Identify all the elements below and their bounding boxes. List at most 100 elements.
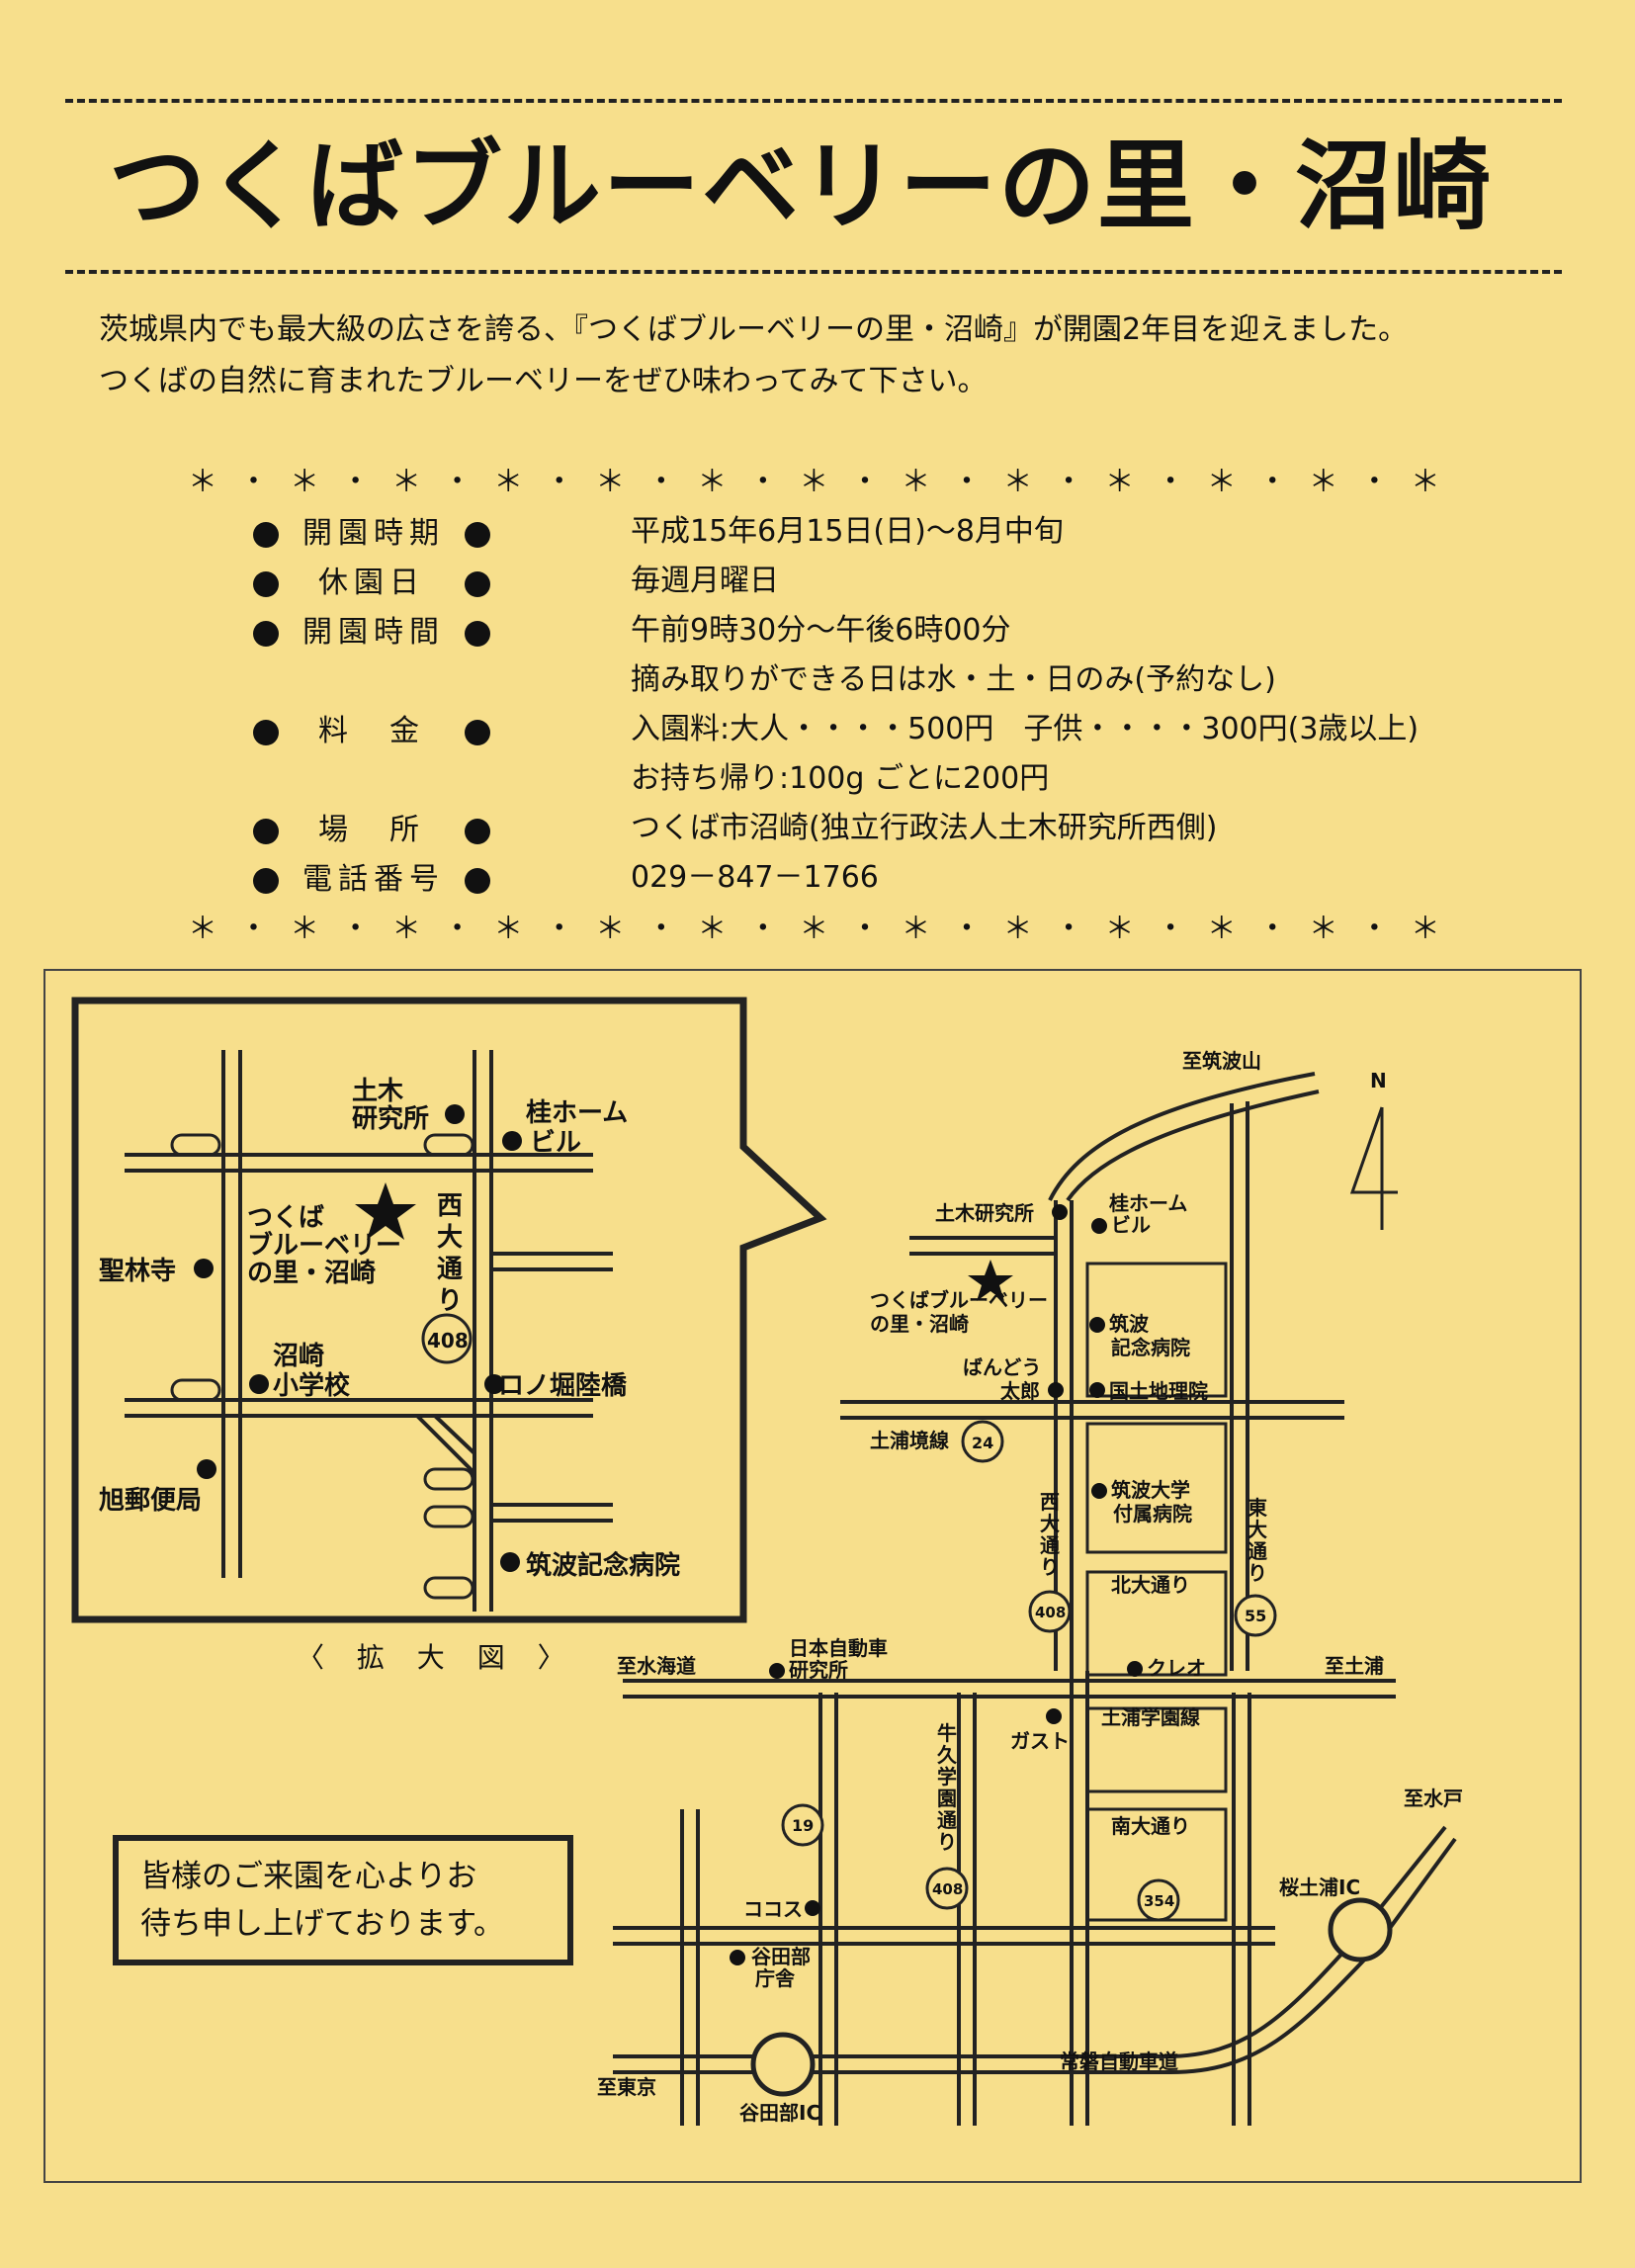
info-value-takehome: お持ち帰り:100g ごとに200円 [631, 761, 1050, 796]
label-ushiku-2: 久 [937, 1743, 958, 1767]
landmark-dots [194, 1104, 522, 1572]
label-r55: 55 [1245, 1607, 1266, 1625]
main-map [613, 1072, 1457, 2126]
welcome-message-line-2: 待ち申し上げております。 [140, 1906, 504, 1942]
info-value-location: つくば市沼崎(独立行政法人土木研究所西側) [631, 811, 1218, 845]
inset-label-nishi-4: り [437, 1286, 463, 1316]
inset-label-doboku-1: 土木 [352, 1077, 403, 1106]
intro-line-1: 茨城県内でも最大級の広さを誇る、『つくばブルーベリーの里・沼崎』が開園2年目を迎… [99, 312, 1409, 347]
label-tsuchiura-kyosen: 土浦境線 [870, 1429, 949, 1452]
welcome-message-line-1: 皆様のご来園を心よりお [140, 1859, 477, 1894]
info-value-phone: 029－847－1766 [631, 860, 879, 895]
bullet-icon [465, 818, 490, 844]
label-joban: 常磐自動車道 [1060, 2050, 1178, 2073]
main-farm-star-icon [968, 1260, 1013, 1301]
label-higashi-1: 東 [1248, 1496, 1267, 1520]
label-yatabe-ic: 谷田部IC [739, 2101, 820, 2125]
inset-label-katsura-2: ビル [530, 1128, 581, 1158]
info-label-phone: 電話番号 [253, 854, 520, 898]
label-yatabe-2: 庁舎 [755, 1966, 796, 1990]
inset-label-bridge: ロノ堀陸橋 [498, 1371, 628, 1401]
label-univ-1: 筑波大学 [1111, 1478, 1190, 1502]
route-354-marker [1137, 1878, 1180, 1922]
label-gusto: ガスト [1010, 1729, 1070, 1753]
label-bando-1: ばんどう [963, 1355, 1041, 1379]
label-ushiku-1: 牛 [937, 1721, 957, 1745]
label-doboku: 土木研究所 [935, 1201, 1034, 1225]
page-title: つくばブルーベリーの里・沼崎 [109, 131, 1494, 243]
label-kita: 北大通り [1111, 1573, 1190, 1597]
label-north: N [1370, 1069, 1387, 1092]
north-arrow-icon [1349, 1106, 1398, 1230]
label-nishi-v-1: 西 [1040, 1490, 1060, 1514]
label-ushiku-4: 園 [937, 1787, 957, 1810]
title-dashed-rule [65, 270, 1562, 274]
inset-label-school-2: 小学校 [273, 1370, 351, 1401]
label-r24: 24 [972, 1434, 993, 1452]
label-to-tokyo: 至東京 [597, 2075, 656, 2099]
route-408-marker [421, 1313, 473, 1364]
welcome-message-box: 皆様のご来園を心よりお 待ち申し上げております。 [113, 1835, 573, 1965]
farm-star-icon [355, 1182, 416, 1240]
label-minami: 南大通り [1111, 1814, 1190, 1838]
main-labels: 至筑波山 N 土木研究所 桂ホーム ビル つくばブルーベリー の里・沼崎 筑波 … [597, 1049, 1463, 2125]
yatabe-ic-marker [750, 2032, 816, 2097]
route-408b-marker [925, 1867, 969, 1910]
bullet-icon [253, 620, 279, 647]
bullet-icon [253, 867, 279, 894]
label-katsura-2: ビル [1111, 1213, 1151, 1237]
info-value-season: 平成15年6月15日(日)～8月中旬 [631, 514, 1064, 549]
route-24-marker [961, 1420, 1004, 1463]
label-jari-1: 日本自動車 [789, 1636, 888, 1660]
inset-label-farm-3: の里・沼崎 [247, 1259, 376, 1288]
star-rule-top: ＊ ・ ＊ ・ ＊ ・ ＊ ・ ＊ ・ ＊ ・ ＊ ・ ＊ ・ ＊ ・ ＊ ・ … [188, 465, 1443, 499]
traffic-signal-icons [170, 1133, 474, 1600]
bullet-icon [465, 620, 490, 647]
inset-label-route: 408 [427, 1329, 469, 1352]
info-label-fee: 料 金 [253, 706, 520, 749]
inset-label-farm-1: つくば [247, 1203, 324, 1233]
label-r408b: 408 [932, 1880, 963, 1898]
label-farm-2: の里・沼崎 [870, 1312, 969, 1336]
inset-label-nishi-1: 西 [437, 1191, 463, 1221]
info-label-hours: 開園時間 [253, 607, 520, 651]
label-farm-1: つくばブルーベリー [870, 1288, 1048, 1312]
label-kinen-2: 記念病院 [1111, 1336, 1190, 1359]
label-yatabe-1: 谷田部 [751, 1945, 811, 1968]
label-katsura-1: 桂ホーム [1108, 1191, 1187, 1215]
route-19-marker [781, 1803, 824, 1847]
bullet-icon [253, 719, 279, 745]
bullet-icon [465, 867, 490, 894]
label-r354: 354 [1144, 1892, 1174, 1910]
route-55-marker [1234, 1594, 1277, 1637]
label-r19: 19 [792, 1816, 814, 1835]
sakura-tsuchiura-ic-marker [1328, 1897, 1393, 1963]
info-value-picking-days: 摘み取りができる日は水・土・日のみ(予約なし) [631, 662, 1276, 697]
label-cocos: ココス [743, 1897, 803, 1921]
bullet-icon [465, 570, 490, 597]
label-r408a: 408 [1035, 1604, 1066, 1621]
label-nishi-v-3: 通 [1040, 1533, 1060, 1557]
inset-labels: 土木 研究所 桂ホーム ビル つくば ブルーベリー の里・沼崎 西 大 通 り … [99, 1077, 680, 1581]
top-dashed-rule [65, 99, 1562, 103]
intro-line-2: つくばの自然に育まれたブルーベリーをぜひ味わってみて下さい。 [99, 364, 988, 398]
inset-label-nishi-2: 大 [437, 1223, 463, 1253]
bullet-icon [465, 719, 490, 745]
inset-label-hospital: 筑波記念病院 [526, 1550, 680, 1581]
label-higashi-4: り [1248, 1561, 1267, 1585]
main-landmark-dots [730, 1204, 1143, 1965]
label-gakuen-line: 土浦学園線 [1101, 1705, 1200, 1729]
label-bando-2: 太郎 [1000, 1379, 1040, 1403]
info-value-fee: 入園料:大人・・・・500円 子供・・・・300円(3歳以上) [631, 712, 1420, 746]
label-ushiku-5: 通 [937, 1808, 957, 1832]
bullet-icon [253, 818, 279, 844]
label-jari-2: 研究所 [789, 1658, 848, 1682]
label-ushiku-3: 学 [937, 1765, 957, 1788]
bullet-icon [253, 521, 279, 548]
label-to-mito: 至水戸 [1404, 1787, 1463, 1810]
label-to-tsukubasan: 至筑波山 [1182, 1049, 1261, 1073]
label-higashi-3: 通 [1248, 1539, 1267, 1563]
label-nishi-v-2: 大 [1040, 1512, 1060, 1535]
label-ushiku-6: り [937, 1830, 957, 1854]
inset-label-doboku-2: 研究所 [352, 1103, 429, 1134]
